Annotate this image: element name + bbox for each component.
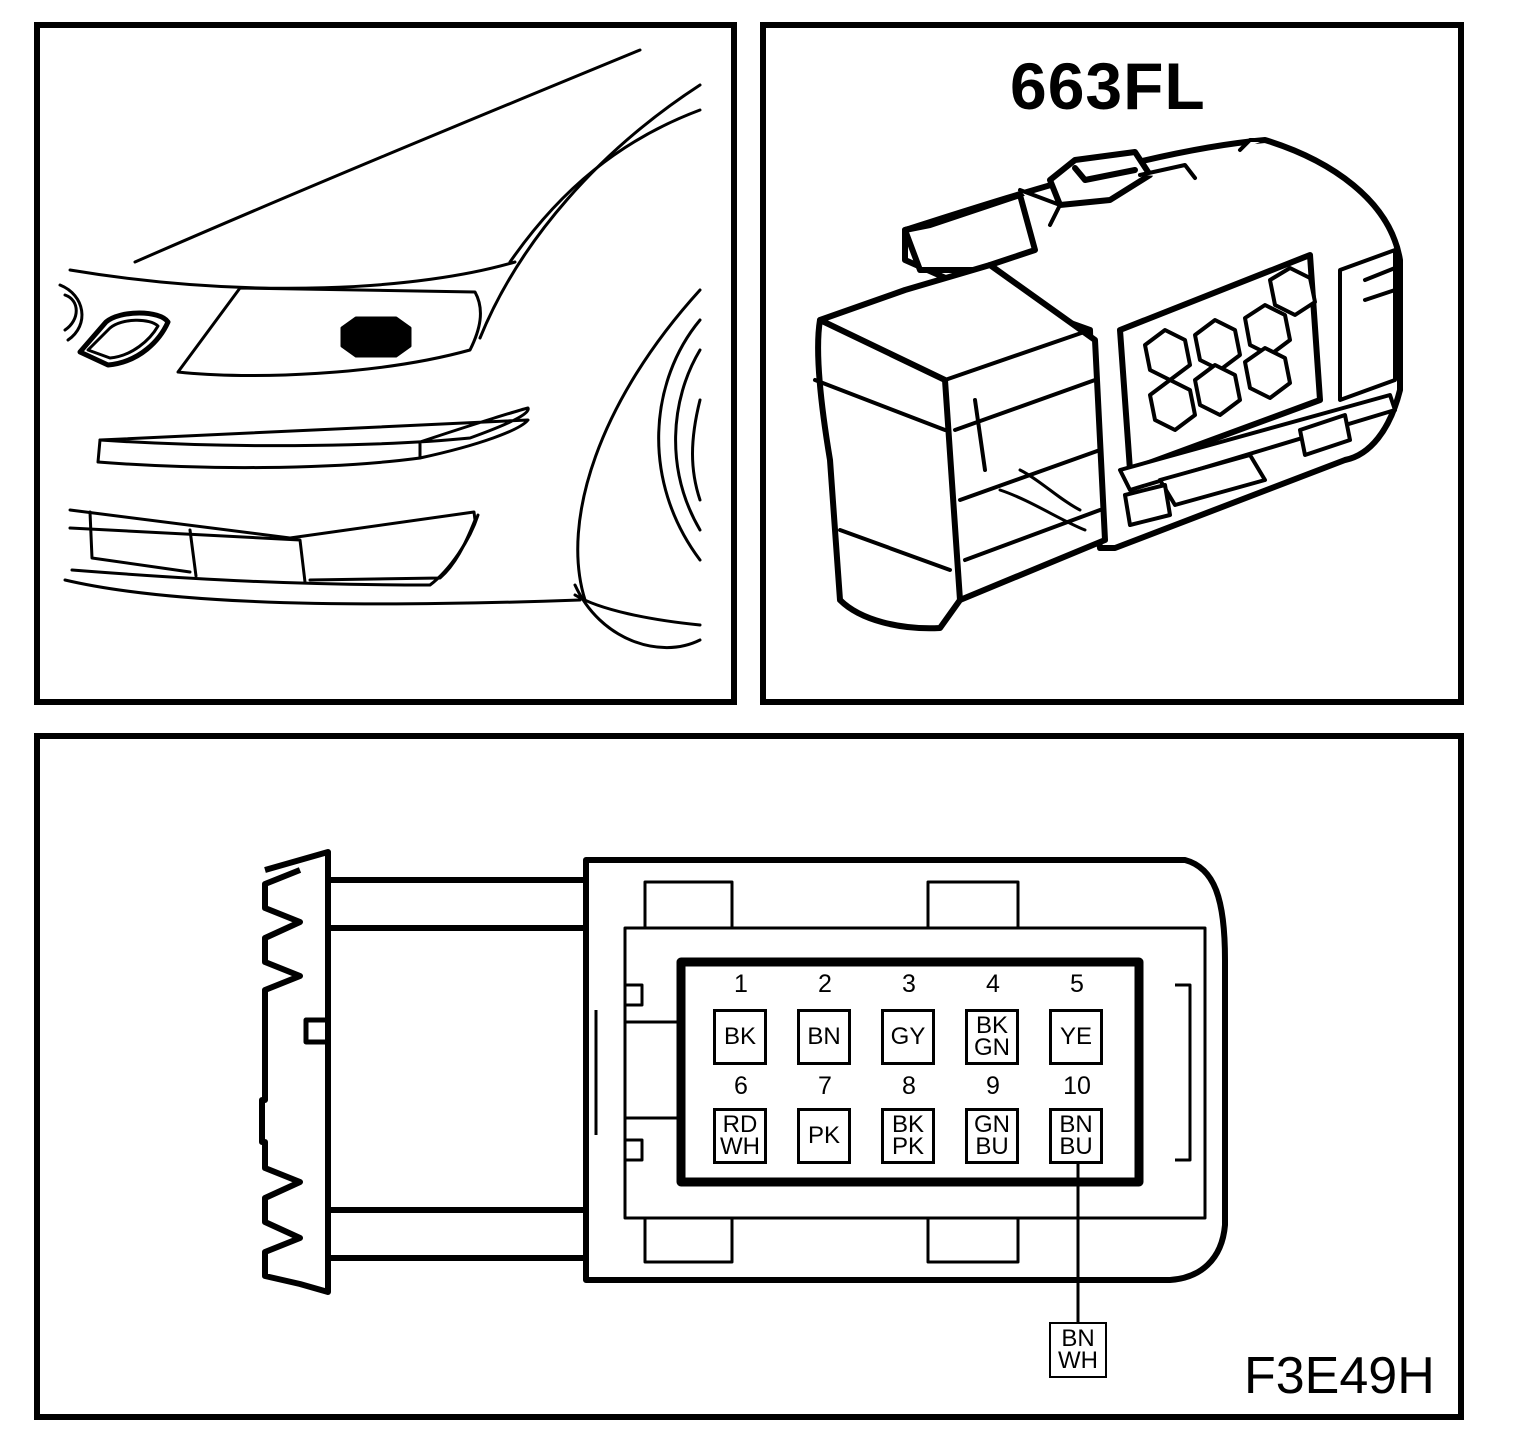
pin-number: 8 xyxy=(902,1072,916,1100)
pin-number: 1 xyxy=(734,970,748,998)
pin-3-wire-color: GY xyxy=(881,1009,935,1065)
pin-7-wire-color: PK xyxy=(797,1108,851,1164)
pin-number: 7 xyxy=(818,1072,832,1100)
pin-number: 5 xyxy=(1070,970,1084,998)
pin-2-wire-color: BN xyxy=(797,1009,851,1065)
vehicle-location-panel xyxy=(34,22,737,705)
car-front-illustration xyxy=(58,48,702,650)
connector-id: 663FL xyxy=(1010,49,1206,123)
pin-number: 2 xyxy=(818,970,832,998)
connector-3d-illustration xyxy=(813,137,1403,632)
pin-number: 10 xyxy=(1063,1072,1091,1100)
pin-number: 9 xyxy=(986,1072,1000,1100)
pin-5-wire-color: YE xyxy=(1049,1009,1103,1065)
pin-number: 3 xyxy=(902,970,916,998)
connector-face-outline xyxy=(259,849,1228,1322)
pin-1-wire-color: BK xyxy=(713,1009,767,1065)
pin-number: 6 xyxy=(734,1072,748,1100)
figure-code: F3E49H xyxy=(1244,1347,1435,1405)
pin-number: 4 xyxy=(986,970,1000,998)
